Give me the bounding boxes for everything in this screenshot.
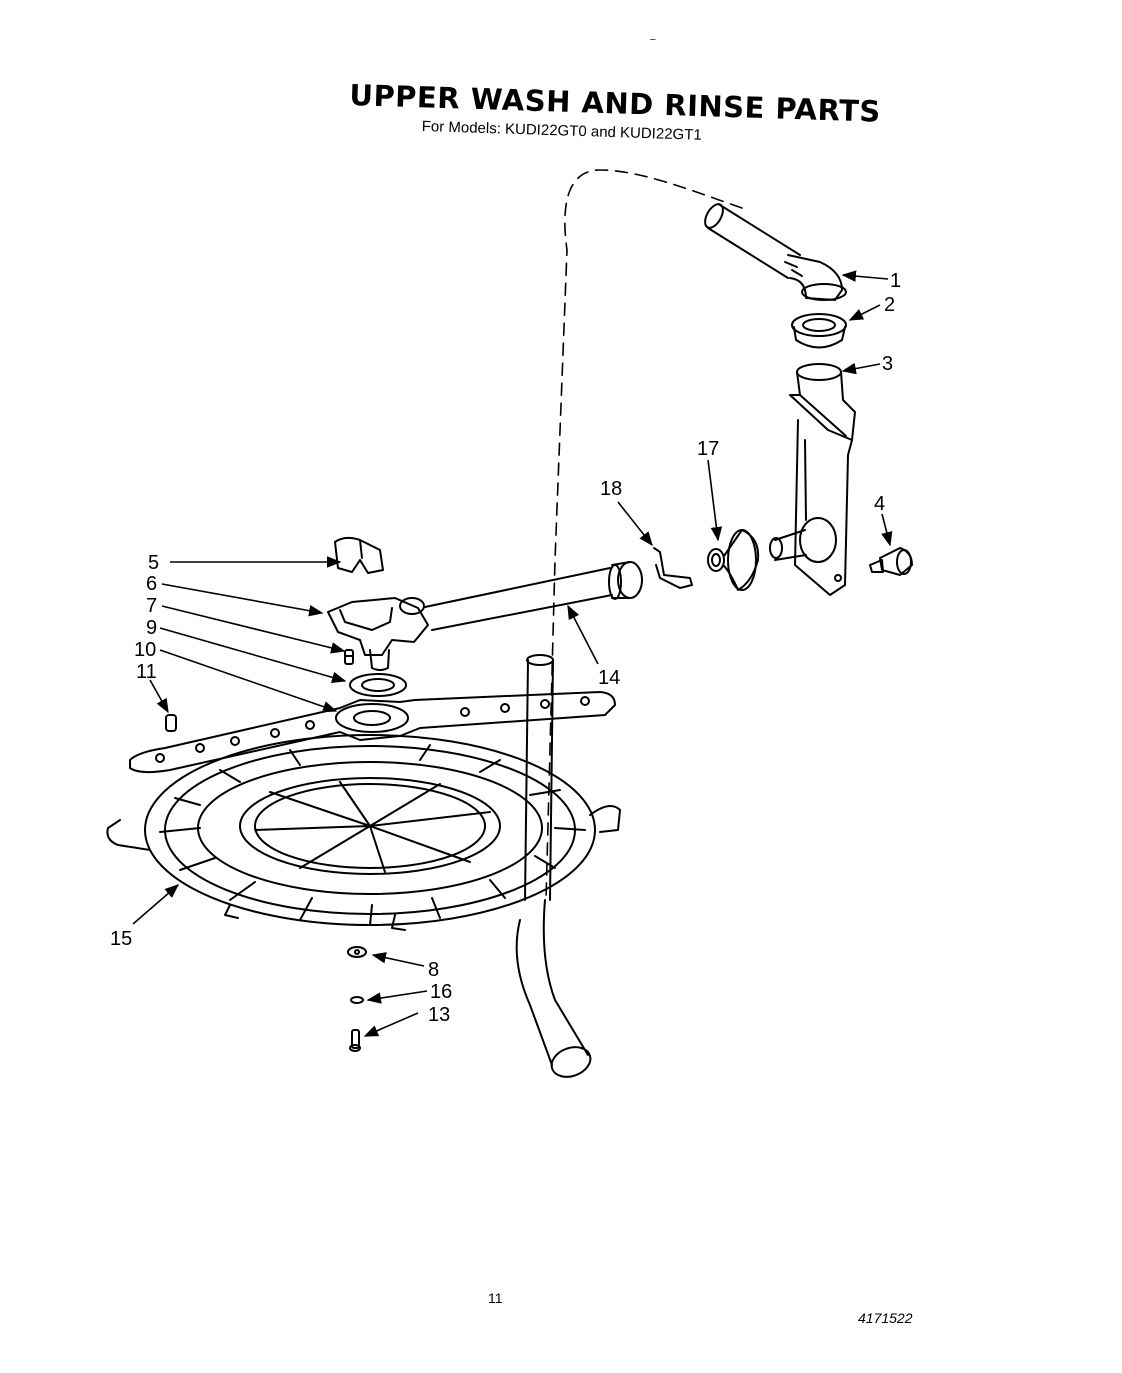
callout-1: 1 [890,270,901,292]
callout-2: 2 [884,294,895,316]
callout-8: 8 [428,959,439,981]
part-13-screw [349,1029,361,1052]
callout-10: 10 [134,639,156,661]
leader-10 [159,649,338,713]
leader-15 [132,884,180,925]
leader-2 [848,304,881,321]
document-number: 4171522 [858,1310,913,1326]
callout-5: 5 [148,552,159,574]
callout-17: 17 [697,438,719,460]
leader-8 [371,952,425,967]
vertical-supply-tube [515,654,592,1078]
part-6-bracket [327,597,429,671]
callout-7: 7 [146,595,157,617]
callout-13: 13 [428,1004,450,1026]
leader-13 [363,1012,419,1037]
stray-mark: – [650,34,656,45]
part-4-cap [869,547,913,576]
callout-4: 4 [874,493,885,515]
callout-9: 9 [146,617,157,639]
part-10-spray-arm [129,691,616,774]
leader-6 [161,583,324,617]
part-2-seal-ring [791,313,847,349]
leader-1 [841,270,889,282]
callout-6: 6 [146,573,157,595]
page-number: 11 [488,1290,503,1306]
callout-18: 18 [600,478,622,500]
part-17-bellows [707,529,760,591]
leader-7 [161,605,346,654]
part-18-clip [653,547,693,589]
leader-14 [567,604,599,665]
part-16-washer [350,996,364,1004]
leader-16 [366,990,428,1004]
part-7-screw [344,649,354,665]
part-1-tube-elbow [704,203,847,301]
leader-4 [881,513,893,547]
part-8-washer [347,946,367,958]
callout-3: 3 [882,353,893,375]
part-14-feed-tube [424,561,643,631]
part-11-nozzle [165,714,177,732]
part-15-rack [106,734,621,931]
callout-14: 14 [598,667,620,689]
dashed-routing-line [545,169,743,901]
leader-17 [707,459,723,542]
part-9-ring [349,673,407,697]
part-3-manifold [769,363,856,596]
leader-18 [617,501,653,547]
leader-9 [159,627,347,683]
callout-16: 16 [430,981,452,1003]
callout-15: 15 [110,928,132,950]
part-5-cap [334,536,384,574]
leader-11 [149,679,169,714]
leader-3 [841,362,881,375]
callout-11: 11 [136,661,157,683]
